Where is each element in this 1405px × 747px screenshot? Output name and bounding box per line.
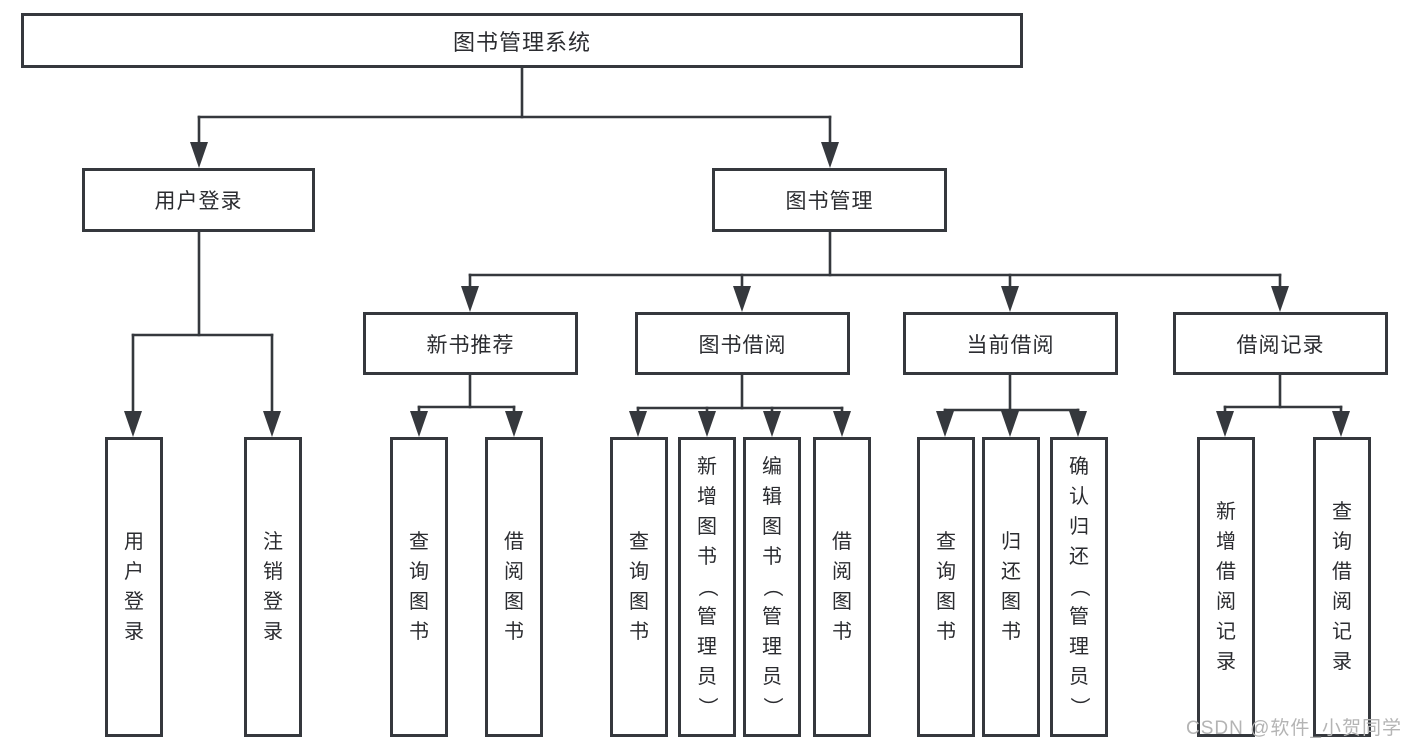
node-borrowing-records: 借阅记录 <box>1173 312 1388 375</box>
node-current-borrowing: 当前借阅 <box>903 312 1118 375</box>
node-book-borrowing: 图书借阅 <box>635 312 850 375</box>
arrowhead <box>505 411 523 437</box>
csdn-watermark: CSDN @软件_小贺同学 <box>1186 718 1402 739</box>
arrowhead <box>733 286 751 312</box>
leaf-logout: 注销登录 <box>244 437 302 737</box>
arrowhead <box>833 411 851 437</box>
leaf-edit-books-admin: 编辑图书（管理员） <box>743 437 801 737</box>
leaf-query-books-2: 查询图书 <box>610 437 668 737</box>
leaf-return-books: 归还图书 <box>982 437 1040 737</box>
leaf-borrow-books-2: 借阅图书 <box>813 437 871 737</box>
leaf-add-borrow-record: 新增借阅记录 <box>1197 437 1255 737</box>
arrowhead <box>461 286 479 312</box>
arrowhead <box>1001 411 1019 437</box>
node-new-book-recommend: 新书推荐 <box>363 312 578 375</box>
arrowhead <box>1332 411 1350 437</box>
leaf-confirm-return-admin: 确认归还（管理员） <box>1050 437 1108 737</box>
node-root: 图书管理系统 <box>21 13 1023 68</box>
arrowhead <box>1001 286 1019 312</box>
node-user-login: 用户登录 <box>82 168 315 232</box>
arrowhead <box>629 411 647 437</box>
arrowhead <box>1271 286 1289 312</box>
leaf-borrow-books-1: 借阅图书 <box>485 437 543 737</box>
leaf-user-login: 用户登录 <box>105 437 163 737</box>
arrowhead <box>263 411 281 437</box>
node-book-management: 图书管理 <box>712 168 947 232</box>
arrowhead <box>821 142 839 168</box>
arrowhead <box>1069 411 1087 437</box>
arrowhead <box>410 411 428 437</box>
leaf-query-books-1: 查询图书 <box>390 437 448 737</box>
leaf-add-books-admin: 新增图书（管理员） <box>678 437 736 737</box>
arrowhead <box>124 411 142 437</box>
leaf-query-borrow-record: 查询借阅记录 <box>1313 437 1371 737</box>
arrowhead <box>698 411 716 437</box>
arrowhead <box>190 142 208 168</box>
leaf-query-books-3: 查询图书 <box>917 437 975 737</box>
arrowhead <box>936 411 954 437</box>
arrowhead <box>1216 411 1234 437</box>
arrowhead <box>763 411 781 437</box>
